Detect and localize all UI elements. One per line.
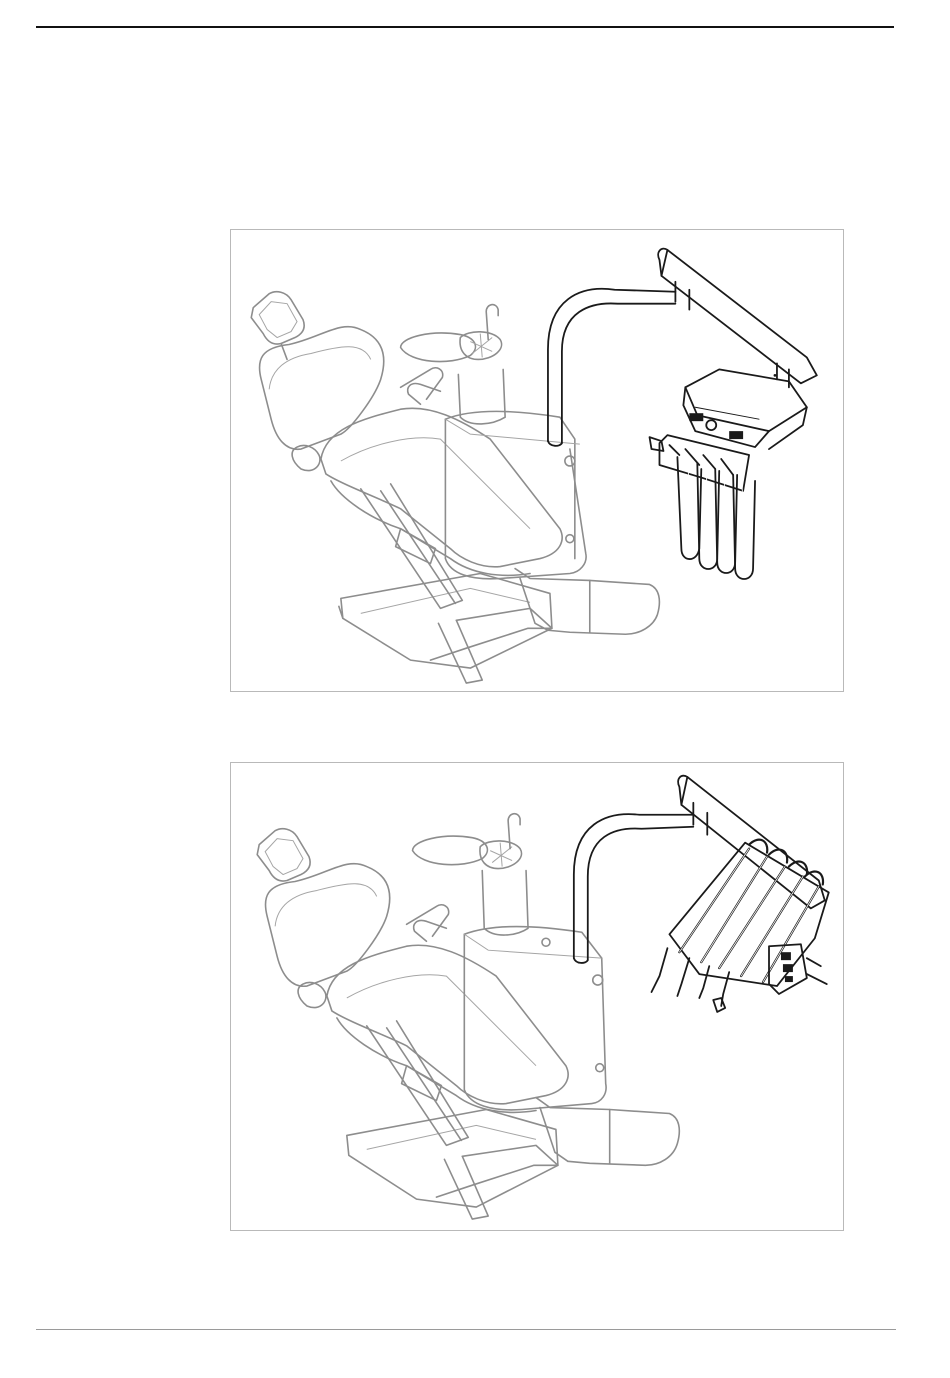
chair-seat-and-backrest	[251, 292, 562, 576]
delivery-arm-and-unit	[548, 249, 817, 579]
spittoon-column-and-bowl	[401, 305, 660, 635]
delivery-arm-and-unit	[574, 776, 829, 1012]
figure-dental-unit-whip-arms	[230, 762, 844, 1231]
chair-base-group	[339, 574, 552, 684]
illustration-dental-unit-hanging-hoses	[231, 230, 843, 691]
header-rule	[36, 26, 894, 28]
figure-dental-unit-hanging-hoses	[230, 229, 844, 692]
footer-rule	[36, 1329, 896, 1330]
chair-seat-and-backrest	[257, 829, 568, 1113]
illustration-dental-unit-whip-arms	[231, 763, 843, 1230]
